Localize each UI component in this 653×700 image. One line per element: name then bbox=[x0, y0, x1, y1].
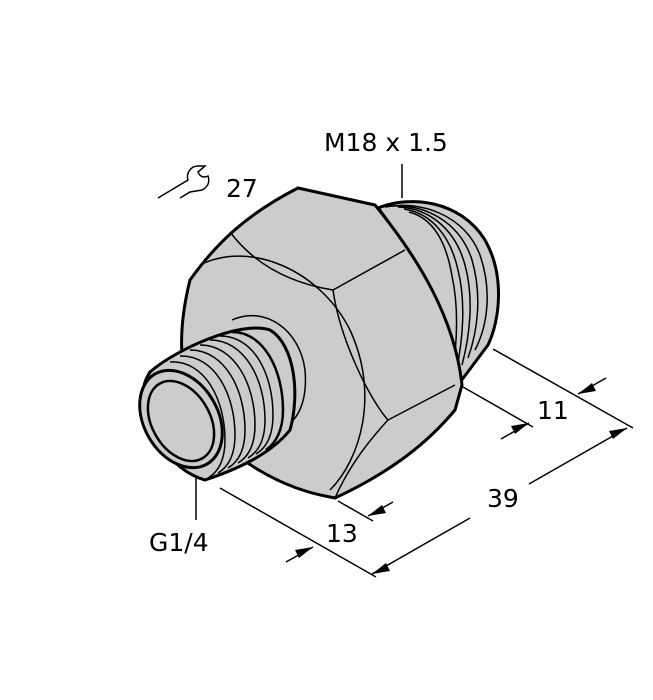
dimension-13 bbox=[285, 500, 394, 563]
dimension-11 bbox=[462, 348, 634, 440]
dimension-13-label: 13 bbox=[326, 519, 358, 548]
dimension-39-label: 39 bbox=[487, 484, 519, 513]
thread-bottom-label: G1/4 bbox=[149, 528, 209, 557]
wrench-size-label: 27 bbox=[226, 174, 258, 203]
dimension-11-label: 11 bbox=[537, 396, 569, 425]
dimension-39 bbox=[219, 427, 628, 578]
wrench-icon bbox=[157, 165, 210, 199]
leader-lines bbox=[195, 164, 403, 520]
thread-top-label: M18 x 1.5 bbox=[324, 128, 448, 157]
front-thread bbox=[138, 326, 297, 482]
